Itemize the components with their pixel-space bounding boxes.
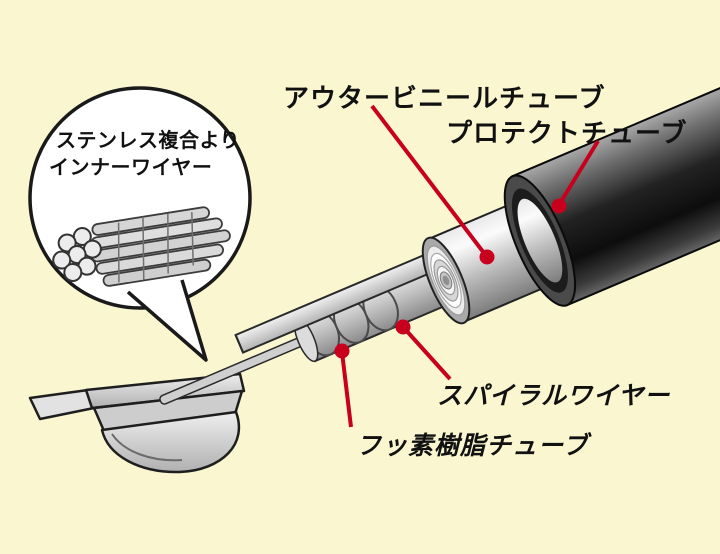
inset-label-line2: インナーワイヤー <box>49 157 213 179</box>
inset-pointer-tail <box>126 279 208 362</box>
callout-line-fluoro <box>340 351 353 428</box>
callout-line-spiral <box>402 326 452 381</box>
label-fluoro-resin-tube: フッ素樹脂チューブ <box>356 432 589 460</box>
callout-lines <box>340 104 600 428</box>
callout-line-protect <box>557 139 600 207</box>
wire-cross-section-circles <box>52 227 102 282</box>
cable-end-fitting <box>28 372 246 474</box>
cut-face-rings <box>421 236 471 325</box>
label-protect-tube: プロテクトチューブ <box>446 118 688 148</box>
callout-dot-outer-vinyl <box>479 249 495 265</box>
inner-wire-inset <box>28 86 252 362</box>
protect-tube <box>503 73 720 307</box>
callout-dot-fluoro <box>334 343 350 359</box>
callout-dot-spiral <box>395 319 411 335</box>
label-spiral-wire: スパイラルワイヤー <box>437 382 671 410</box>
inset-label-line1: ステンレス複合より <box>56 130 241 152</box>
callout-dots <box>334 198 567 359</box>
callout-line-outer-vinyl <box>370 104 489 259</box>
label-outer-vinyl-tube: アウタービニールチューブ <box>283 83 606 113</box>
inset-wire-strands <box>52 206 231 287</box>
callout-dot-protect <box>551 198 567 214</box>
